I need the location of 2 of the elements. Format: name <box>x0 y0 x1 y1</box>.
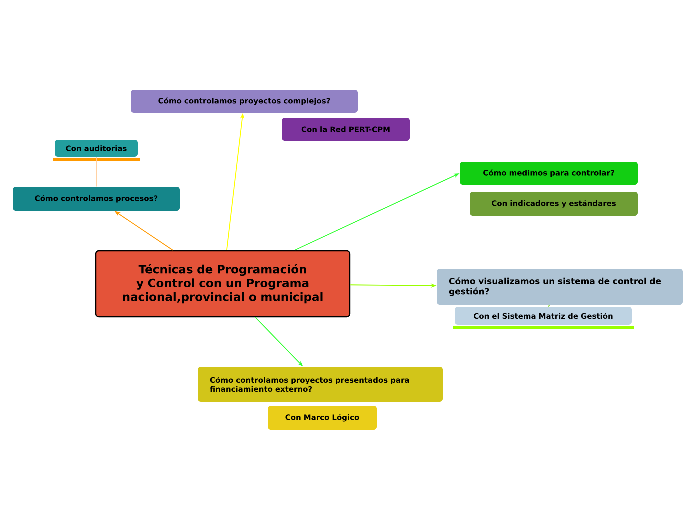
central-topic-box: Técnicas de Programación y Control con un Programa nacional,provincial o municipal <box>95 250 351 318</box>
question-box: Cómo visualizamos un sistema de control de gestión? <box>437 269 683 305</box>
